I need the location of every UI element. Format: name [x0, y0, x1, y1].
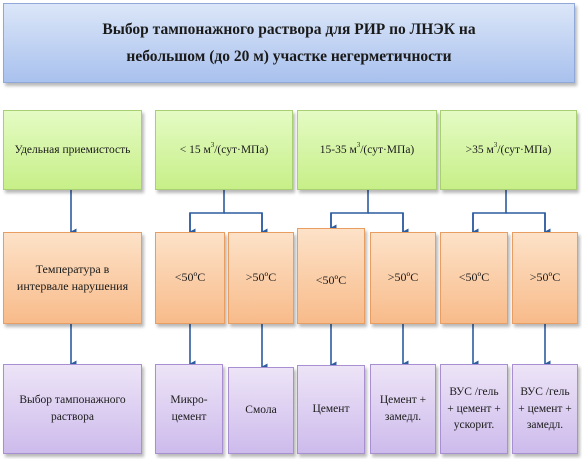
branch-mid-capacity — [330, 190, 369, 228]
capacity-low-box: < 15 м3/(сут·МПа) — [155, 110, 293, 190]
solution-box-3: Цемент — [297, 365, 365, 454]
diagram-title: Выбор тампонажного раствора для РИР по Л… — [3, 3, 575, 83]
solution-box-1: Микро- цемент — [155, 364, 223, 454]
capacity-mid-text: 15-35 м3/(сут·МПа) — [319, 140, 415, 156]
solution-box-5: ВУС /гель + цемент + ускорит. — [440, 364, 508, 454]
title-line-2: небольшом (до 20 м) участке негерметично… — [126, 48, 452, 65]
temperature-box-3: <50ºC — [297, 228, 365, 324]
temperature-box-2: >50ºC — [228, 232, 294, 324]
temperature-row-label: Температура в интервале нарушения — [3, 232, 142, 324]
branch-high-capacity — [472, 190, 507, 232]
capacity-high-box: >35 м3/(сут·МПа) — [440, 110, 577, 190]
temperature-box-5: <50ºC — [440, 232, 508, 324]
solution-box-6: ВУС /гель + цемент + замедл. — [512, 364, 578, 454]
title-line-1: Выбор тампонажного раствора для РИР по Л… — [102, 20, 476, 38]
temperature-box-4: >50ºC — [370, 232, 436, 324]
temperature-box-6: >50ºC — [512, 232, 578, 324]
solution-box-2: Смола — [228, 367, 294, 454]
temperature-box-1: <50ºC — [155, 232, 225, 324]
capacity-mid-box: 15-35 м3/(сут·МПа) — [297, 110, 437, 190]
capacity-high-text: >35 м3/(сут·МПа) — [465, 140, 552, 156]
capacity-row-label: Удельная приемистость — [3, 110, 142, 190]
capacity-low-text: < 15 м3/(сут·МПа) — [179, 140, 269, 156]
choice-row-label: Выбор тампонажного раствора — [3, 364, 142, 454]
solution-box-4: Цемент + замедл. — [370, 364, 436, 454]
branch-low-capacity — [189, 190, 225, 232]
